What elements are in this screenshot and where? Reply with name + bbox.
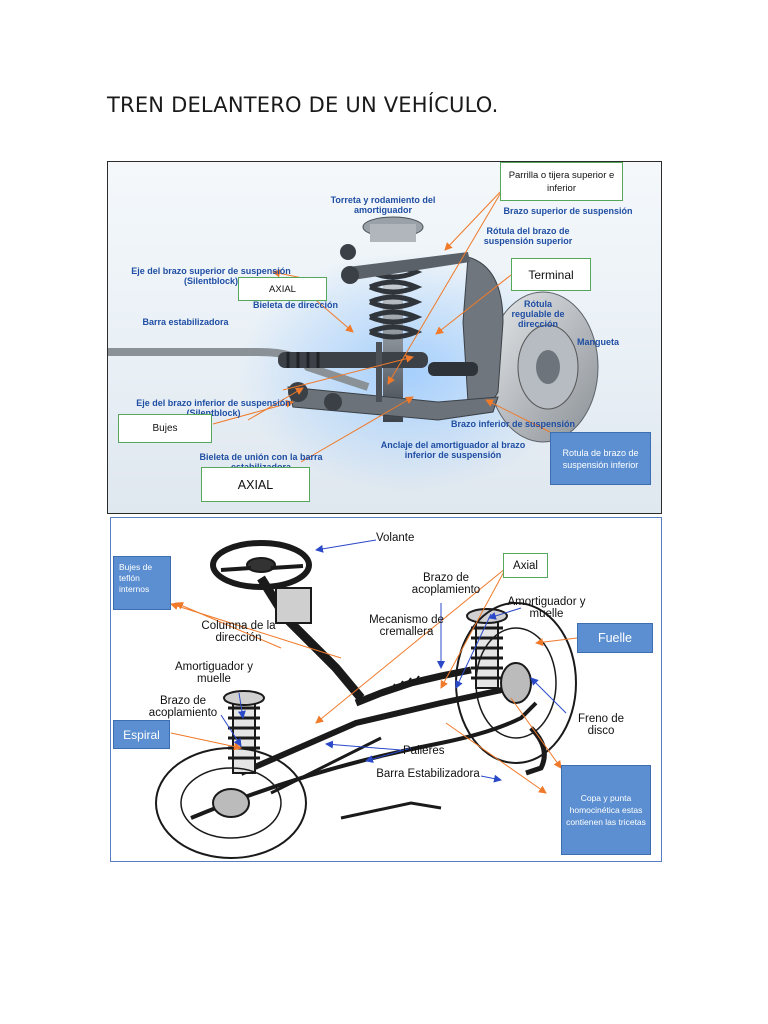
label-palieres: Palieres bbox=[403, 745, 445, 757]
label-brazo-acoplamiento-left: Brazo de acoplamiento bbox=[148, 695, 218, 719]
callout-bujes: Bujes bbox=[118, 414, 212, 443]
callout-axial-large: AXIAL bbox=[201, 467, 310, 502]
steering-illustration bbox=[155, 540, 577, 859]
callout-bujes-teflon: Bujes de teflón internos bbox=[113, 556, 171, 610]
label-rotula-regulable: Rótula regulable de dirección bbox=[511, 299, 565, 329]
suspension-diagram: Torreta y rodamiento del amortiguador Br… bbox=[107, 161, 662, 514]
left-wheel-shape bbox=[155, 747, 307, 859]
label-eje-inferior: Eje del brazo inferior de suspensión (Si… bbox=[136, 398, 291, 418]
callout-copa: Copa y punta homocinética estas contiene… bbox=[561, 765, 651, 855]
label-brazo-superior: Brazo superior de suspensión bbox=[503, 206, 633, 216]
label-bieleta-direccion: Bieleta de dirección bbox=[252, 300, 339, 310]
callout-fuelle: Fuelle bbox=[577, 623, 653, 653]
label-mecanismo: Mecanismo de cremallera bbox=[369, 614, 444, 638]
label-volante: Volante bbox=[376, 532, 415, 544]
label-torreta: Torreta y rodamiento del amortiguador bbox=[330, 195, 436, 215]
label-freno: Freno de disco bbox=[577, 713, 625, 737]
callout-arrows-2 bbox=[170, 539, 578, 794]
suspension-illustration bbox=[108, 216, 599, 492]
label-amortiguador-left: Amortiguador y muelle bbox=[175, 661, 253, 685]
label-barra: Barra Estabilizadora bbox=[376, 768, 480, 780]
label-columna: Columna de la dirección bbox=[201, 620, 276, 644]
callout-espiral: Espiral bbox=[113, 720, 170, 749]
steering-diagram: Volante Brazo de acoplamiento Amortiguad… bbox=[110, 517, 662, 862]
callout-axial-small: AXIAL bbox=[238, 277, 327, 301]
callout-terminal: Terminal bbox=[511, 258, 591, 291]
label-amortiguador-right: Amortiguador y muelle bbox=[507, 596, 586, 620]
callout-parrilla: Parrilla o tijera superior e inferior bbox=[500, 162, 623, 201]
label-brazo-inferior: Brazo inferior de suspensión bbox=[450, 419, 576, 429]
label-barra-estabilizadora: Barra estabilizadora bbox=[142, 317, 229, 327]
steering-wheel-shape bbox=[210, 540, 312, 590]
label-eje-superior: Eje del brazo superior de suspensión (Si… bbox=[131, 266, 291, 286]
label-rotula-superior: Rótula del brazo de suspensión superior bbox=[483, 226, 573, 246]
callout-axial: Axial bbox=[503, 553, 548, 578]
callout-rotula-inferior: Rotula de brazo de suspensión inferior bbox=[550, 432, 651, 485]
label-brazo-acoplamiento-top: Brazo de acoplamiento bbox=[411, 572, 481, 596]
label-mangueta: Mangueta bbox=[576, 337, 619, 347]
page-title: TREN DELANTERO DE UN VEHÍCULO. bbox=[107, 93, 499, 117]
brake-disc-shape bbox=[487, 291, 599, 443]
label-anclaje: Anclaje del amortiguador al brazo inferi… bbox=[380, 440, 526, 460]
